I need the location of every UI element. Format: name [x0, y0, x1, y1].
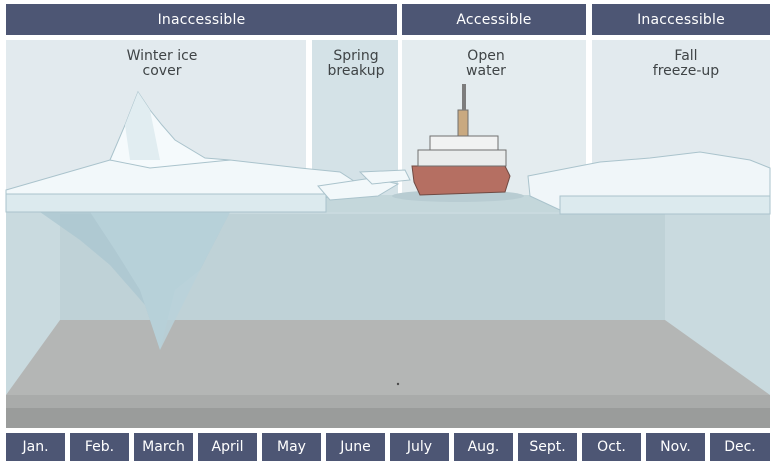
seabed: [6, 320, 770, 395]
month-sept: Sept.: [518, 433, 577, 461]
access-bar-summer: Accessible: [402, 4, 586, 35]
phase-label-fall: Fall freeze-up: [636, 49, 736, 79]
month-aug: Aug.: [454, 433, 513, 461]
phase-label-spring: Spring breakup: [314, 49, 398, 79]
month-june: June: [326, 433, 385, 461]
seabed-front: [6, 395, 770, 408]
access-bar-fall: Inaccessible: [592, 4, 770, 35]
access-bar-winter-label: Inaccessible: [158, 12, 246, 28]
access-bar-winter: Inaccessible: [6, 4, 397, 35]
month-dec: Dec.: [710, 433, 770, 461]
month-oct: Oct.: [582, 433, 641, 461]
month-may: May: [262, 433, 321, 461]
phase-label-winter: Winter ice cover: [112, 49, 212, 79]
month-feb: Feb.: [70, 433, 129, 461]
month-july: July: [390, 433, 449, 461]
phase-label-open-water: Open water: [446, 49, 526, 79]
access-bar-summer-label: Accessible: [456, 12, 531, 28]
access-bar-fall-label: Inaccessible: [637, 12, 725, 28]
seabed-dot: [397, 383, 399, 385]
month-march: March: [134, 433, 193, 461]
month-jan: Jan.: [6, 433, 65, 461]
month-nov: Nov.: [646, 433, 705, 461]
seabed-edge: [6, 408, 770, 428]
freeze-up-ice-side: [560, 196, 770, 214]
month-april: April: [198, 433, 257, 461]
ice-sheet-side: [6, 194, 326, 212]
